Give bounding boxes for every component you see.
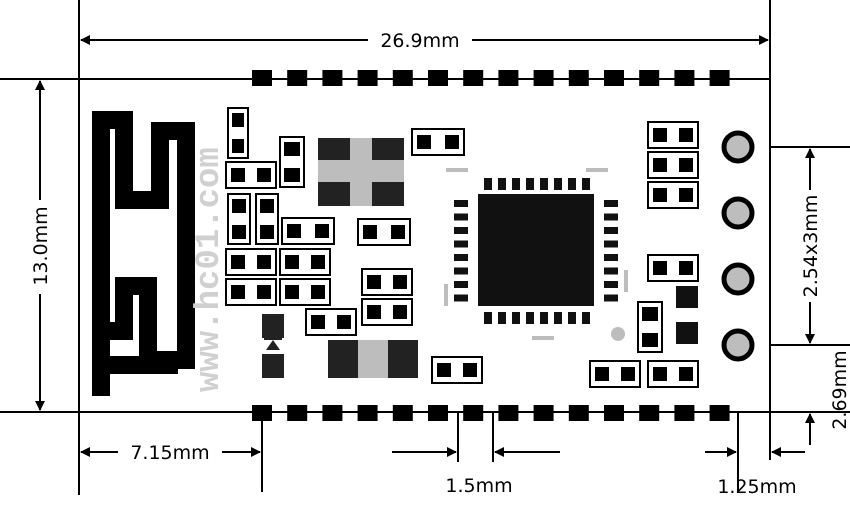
- bottom-ic-component: [328, 340, 418, 378]
- pcb-antenna: [92, 111, 195, 396]
- edge-offset-label: 2.69mm: [829, 350, 850, 429]
- smd-component: [281, 217, 335, 245]
- edge-pad: [392, 405, 413, 421]
- smd-component: [255, 193, 279, 245]
- edge-pad: [428, 405, 448, 421]
- smd-component: [411, 128, 465, 156]
- smd-component: [361, 298, 413, 326]
- smd-component: [227, 193, 251, 245]
- smd-component: [279, 136, 305, 188]
- edge-pad: [604, 405, 624, 421]
- edge-pad: [498, 405, 519, 421]
- smd-component: [279, 278, 331, 306]
- edge-pad: [604, 70, 624, 86]
- diode-component: [262, 314, 284, 378]
- smd-component: [361, 268, 413, 296]
- width-label: 13.0mm: [30, 206, 52, 285]
- edge-pad: [674, 70, 695, 86]
- bottom-edge-pads: [252, 405, 730, 421]
- edge-pad: [709, 70, 730, 86]
- smd-component: [305, 308, 357, 336]
- edge-pad: [709, 405, 730, 421]
- edge-pad: [463, 70, 484, 86]
- edge-pad: [568, 70, 589, 86]
- smd-component: [647, 151, 699, 179]
- length-label: 26.9mm: [380, 30, 459, 52]
- edge-pad: [639, 70, 660, 86]
- pad-pitch-label: 1.5mm: [445, 475, 512, 497]
- pin-pitch-label: 2.54x3mm: [800, 195, 822, 298]
- edge-pad: [357, 70, 378, 86]
- smd-component: [647, 254, 699, 282]
- smd-component: [589, 360, 641, 388]
- smd-component: [431, 356, 483, 384]
- smd-component: [225, 248, 277, 276]
- edge-pad: [357, 405, 378, 421]
- edge-pad: [322, 405, 343, 421]
- edge-pad: [287, 70, 308, 86]
- edge-pad: [568, 405, 589, 421]
- crystal-component: [318, 138, 404, 206]
- edge-pad: [252, 405, 272, 421]
- smd-component: [637, 301, 663, 353]
- edge-pad: [533, 70, 554, 86]
- passive-components: [225, 107, 699, 388]
- top-edge-pads: [252, 70, 730, 86]
- smd-component: [647, 121, 699, 149]
- watermark-text: www.hc01.com: [191, 147, 229, 392]
- smd-component: [227, 107, 249, 159]
- edge-pad: [639, 405, 660, 421]
- edge-pad: [533, 405, 554, 421]
- edge-pad: [392, 70, 413, 86]
- pad-edge-label: 1.25mm: [717, 476, 796, 498]
- edge-pad: [322, 70, 343, 86]
- smd-component: [225, 278, 277, 306]
- smd-component: [279, 248, 331, 276]
- edge-pad: [252, 70, 272, 86]
- smd-component: [357, 218, 411, 246]
- edge-pad: [428, 70, 448, 86]
- main-chip: [444, 168, 628, 341]
- smd-component: [225, 161, 277, 189]
- through-hole-pins: [721, 130, 755, 362]
- antenna-length-label: 7.15mm: [130, 442, 209, 464]
- edge-pad: [674, 405, 695, 421]
- smd-component: [647, 360, 699, 388]
- smd-component: [647, 181, 699, 209]
- edge-pad: [287, 405, 308, 421]
- edge-pad: [498, 70, 519, 86]
- edge-pad: [463, 405, 484, 421]
- right-transistor: [676, 286, 698, 344]
